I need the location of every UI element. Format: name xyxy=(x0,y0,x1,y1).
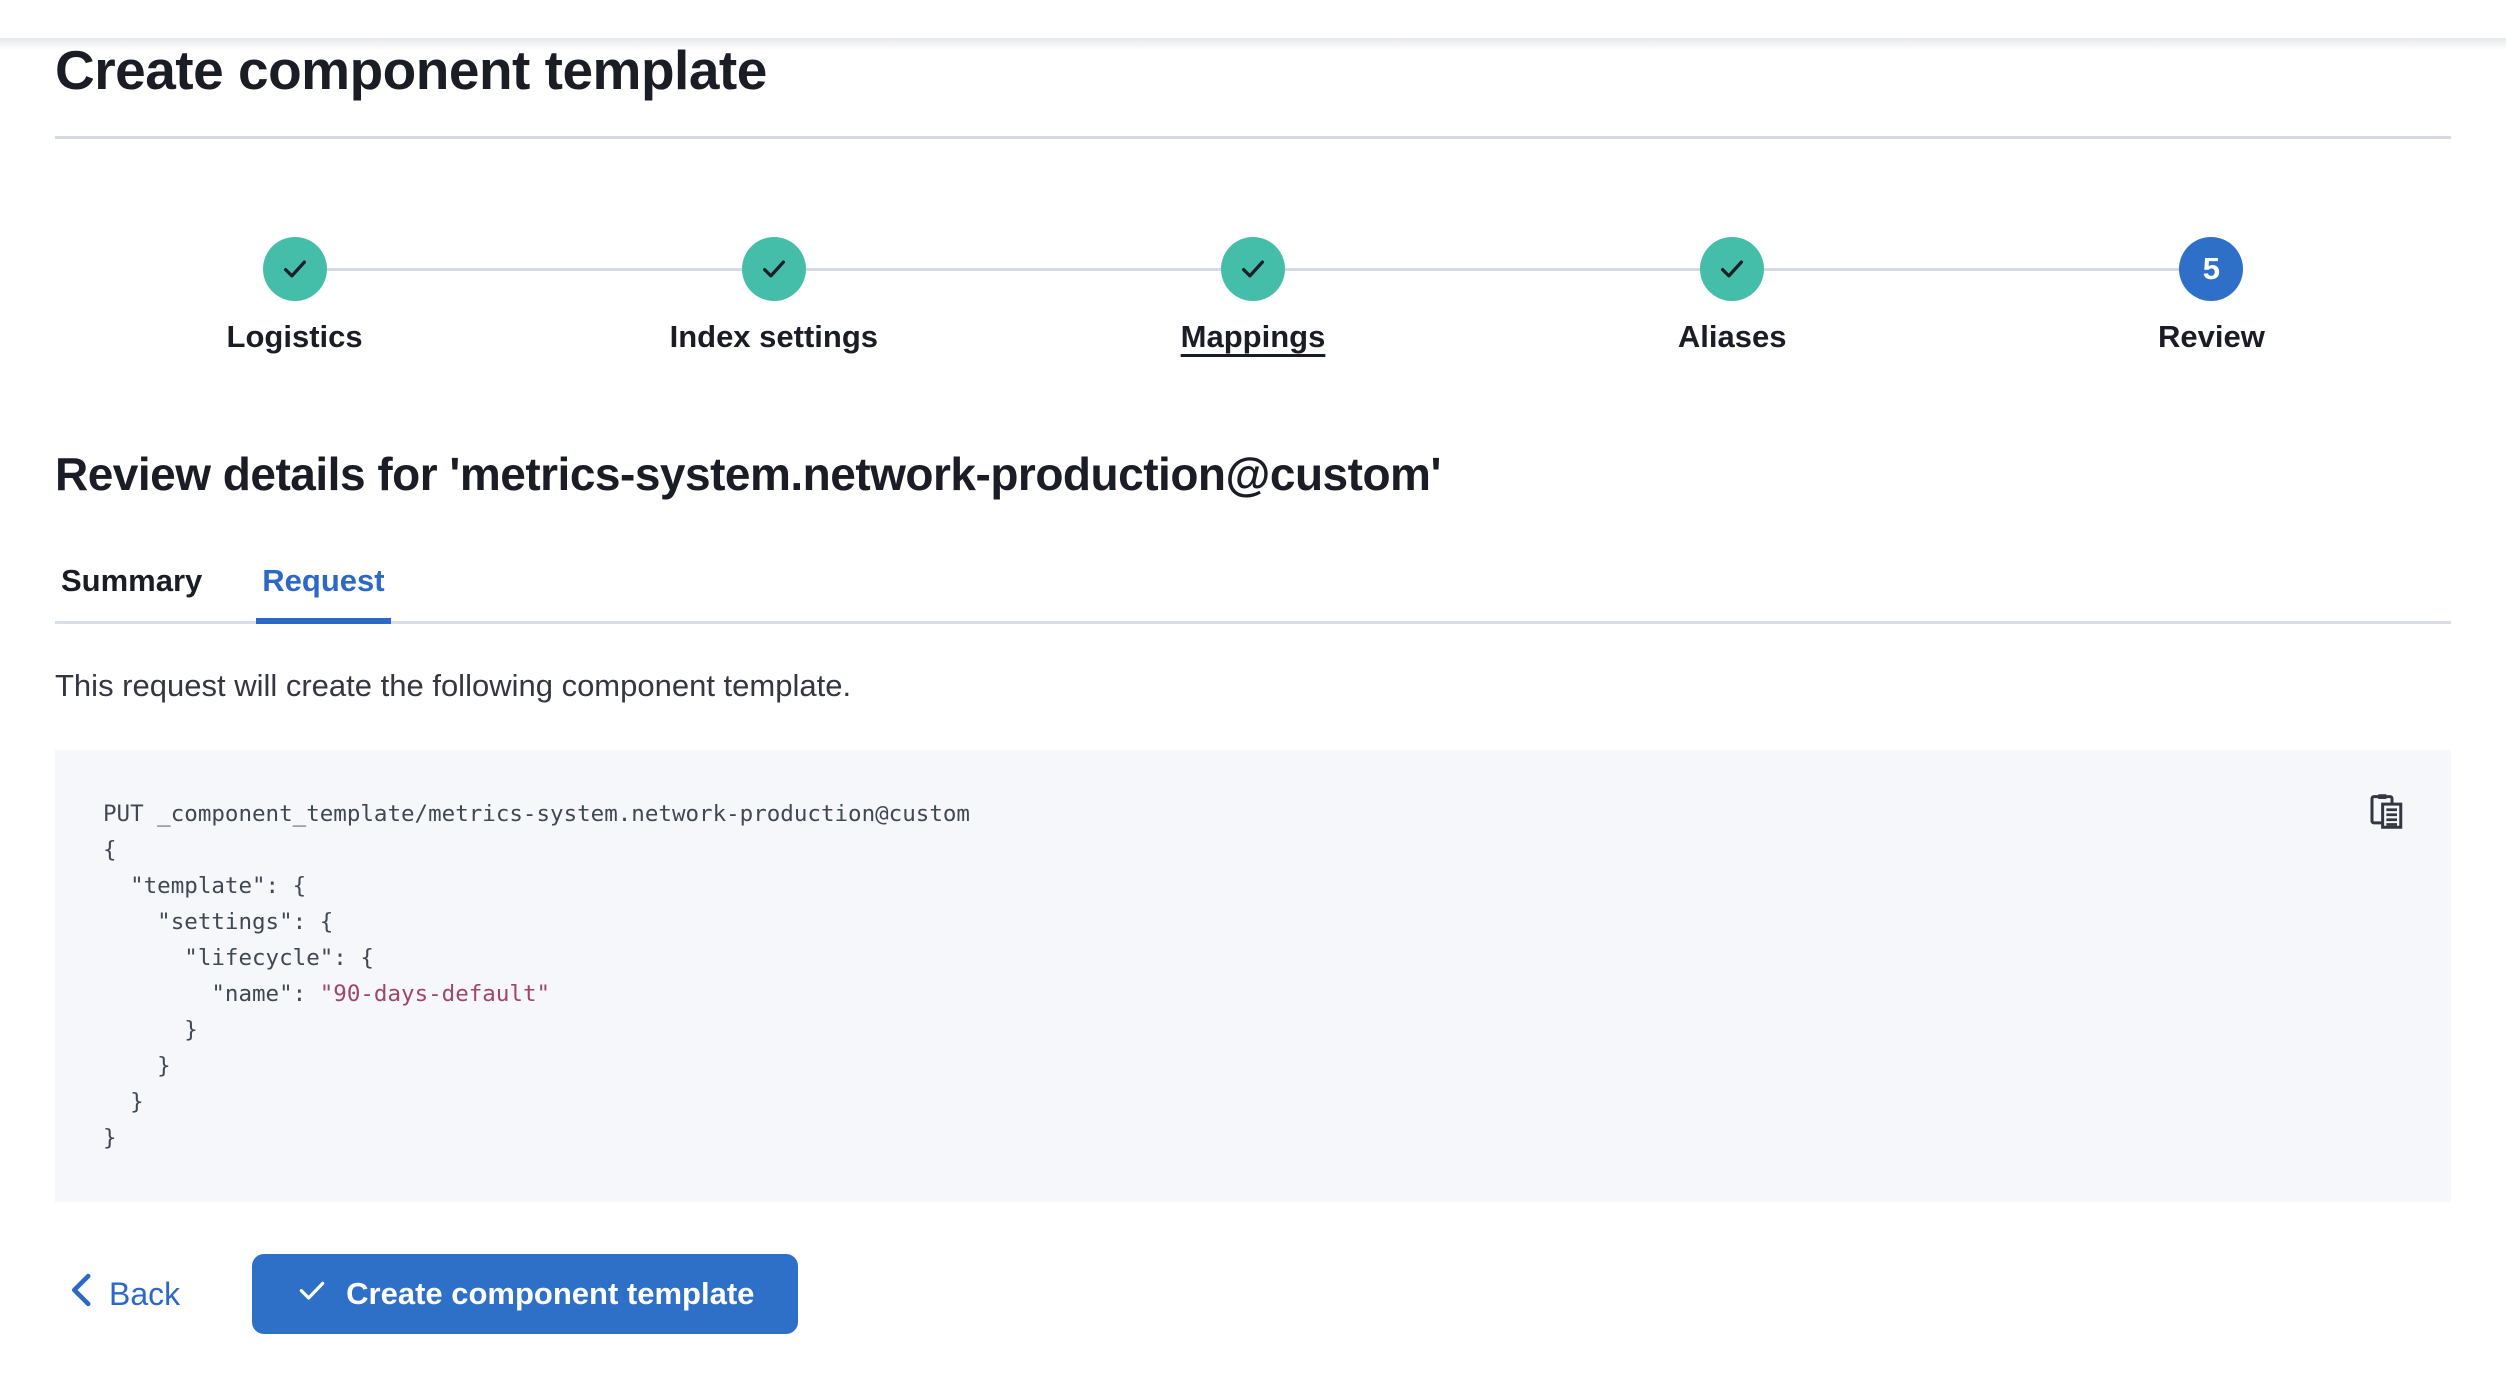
code-line: } xyxy=(103,1053,171,1079)
page-title: Create component template xyxy=(55,39,767,101)
step-label: Index settings xyxy=(669,319,879,354)
title-divider xyxy=(55,136,2451,139)
code-line: } xyxy=(103,1125,117,1151)
copy-to-clipboard-button[interactable] xyxy=(2365,790,2409,834)
code-line: "lifecycle": { xyxy=(103,945,374,971)
code-line: "settings": { xyxy=(103,909,334,935)
code-line: { xyxy=(103,837,117,863)
code-line: "name": "90-days-default" xyxy=(103,981,551,1007)
check-icon xyxy=(1700,237,1765,301)
request-description: This request will create the following c… xyxy=(55,668,852,703)
check-icon xyxy=(296,1274,328,1314)
copy-clipboard-icon xyxy=(2367,791,2407,834)
step-label: Mappings xyxy=(1180,319,1326,354)
create-button-label: Create component template xyxy=(346,1276,755,1311)
tab-summary[interactable]: Summary xyxy=(55,559,208,621)
check-icon xyxy=(262,237,327,301)
back-label: Back xyxy=(109,1275,181,1312)
step-number: 5 xyxy=(2202,251,2221,286)
step-mappings[interactable]: Mappings xyxy=(1013,237,1493,355)
back-button[interactable]: Back xyxy=(55,1263,194,1325)
step-label: Review xyxy=(2157,319,2265,354)
create-component-template-page: Create component template Logistics Index… xyxy=(0,38,2506,1334)
step-number-badge: 5 xyxy=(2179,237,2244,301)
footer-actions: Back Create component template xyxy=(55,1254,2451,1334)
create-component-template-button[interactable]: Create component template xyxy=(252,1254,799,1334)
tab-request[interactable]: Request xyxy=(256,559,391,624)
request-code: PUT _component_template/metrics-system.n… xyxy=(103,796,2403,1156)
code-line: "template": { xyxy=(103,873,307,899)
review-tabs: Summary Request xyxy=(55,559,2451,624)
check-icon xyxy=(741,237,806,301)
step-index-settings[interactable]: Index settings xyxy=(534,237,1014,355)
check-icon xyxy=(1221,237,1285,301)
step-label: Aliases xyxy=(1677,319,1787,354)
review-heading: Review details for 'metrics-system.netwo… xyxy=(55,448,1441,500)
chevron-left-icon xyxy=(69,1273,95,1315)
step-label: Logistics xyxy=(226,319,363,354)
request-code-block: PUT _component_template/metrics-system.n… xyxy=(55,750,2451,1202)
code-line: PUT _component_template/metrics-system.n… xyxy=(103,801,970,827)
step-aliases[interactable]: Aliases xyxy=(1492,237,1973,355)
code-line: } xyxy=(103,1089,144,1115)
code-line: } xyxy=(103,1017,198,1043)
step-logistics[interactable]: Logistics xyxy=(55,237,535,355)
